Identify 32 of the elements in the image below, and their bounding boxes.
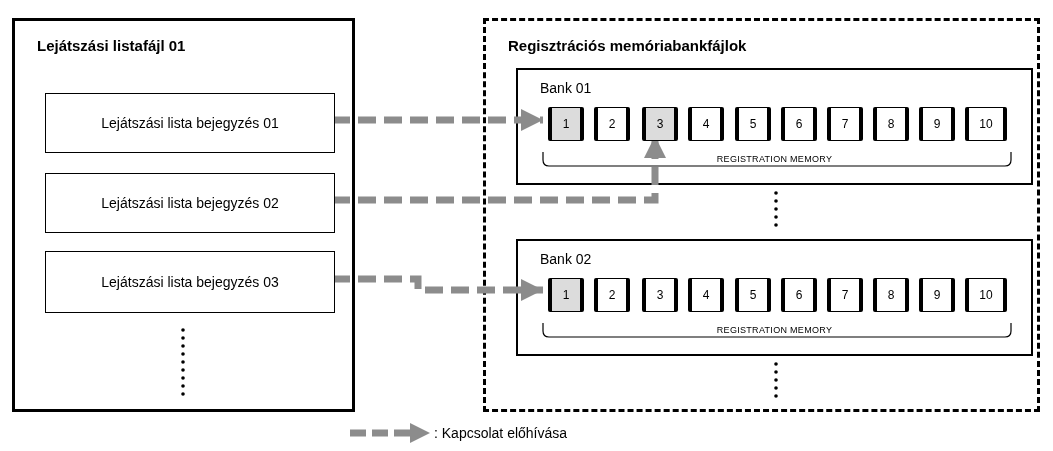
memory-button: 2 bbox=[594, 278, 630, 312]
memory-button: 3 bbox=[642, 107, 678, 141]
bank-box bbox=[516, 239, 1033, 356]
memory-button: 1 bbox=[548, 278, 584, 312]
memory-button: 1 bbox=[548, 107, 584, 141]
memory-button: 7 bbox=[827, 278, 863, 312]
memory-button: 4 bbox=[688, 107, 724, 141]
file-panel bbox=[12, 18, 355, 412]
memory-button: 10 bbox=[965, 278, 1007, 312]
bank-title: Bank 01 bbox=[540, 80, 592, 96]
panel-title: Lejátszási listafájl 01 bbox=[37, 37, 186, 54]
memory-button: 7 bbox=[827, 107, 863, 141]
memory-button: 2 bbox=[594, 107, 630, 141]
memory-button: 3 bbox=[642, 278, 678, 312]
file-panel bbox=[483, 18, 1040, 412]
bank-title: Bank 02 bbox=[540, 251, 592, 267]
memory-button: 5 bbox=[735, 107, 771, 141]
entry-box: Lejátszási lista bejegyzés 02 bbox=[45, 173, 335, 233]
memory-button: 10 bbox=[965, 107, 1007, 141]
entry-box: Lejátszási lista bejegyzés 01 bbox=[45, 93, 335, 153]
memory-button: 8 bbox=[873, 278, 909, 312]
panel-title: Regisztrációs memóriabankfájlok bbox=[508, 37, 747, 54]
entry-box: Lejátszási lista bejegyzés 03 bbox=[45, 251, 335, 313]
memory-button: 8 bbox=[873, 107, 909, 141]
memory-button: 9 bbox=[919, 278, 955, 312]
memory-button: 6 bbox=[781, 278, 817, 312]
legend-text: : Kapcsolat előhívása bbox=[434, 425, 568, 441]
memory-button: 5 bbox=[735, 278, 771, 312]
memory-button: 6 bbox=[781, 107, 817, 141]
bank-box bbox=[516, 68, 1033, 185]
memory-button: 4 bbox=[688, 278, 724, 312]
memory-button: 9 bbox=[919, 107, 955, 141]
